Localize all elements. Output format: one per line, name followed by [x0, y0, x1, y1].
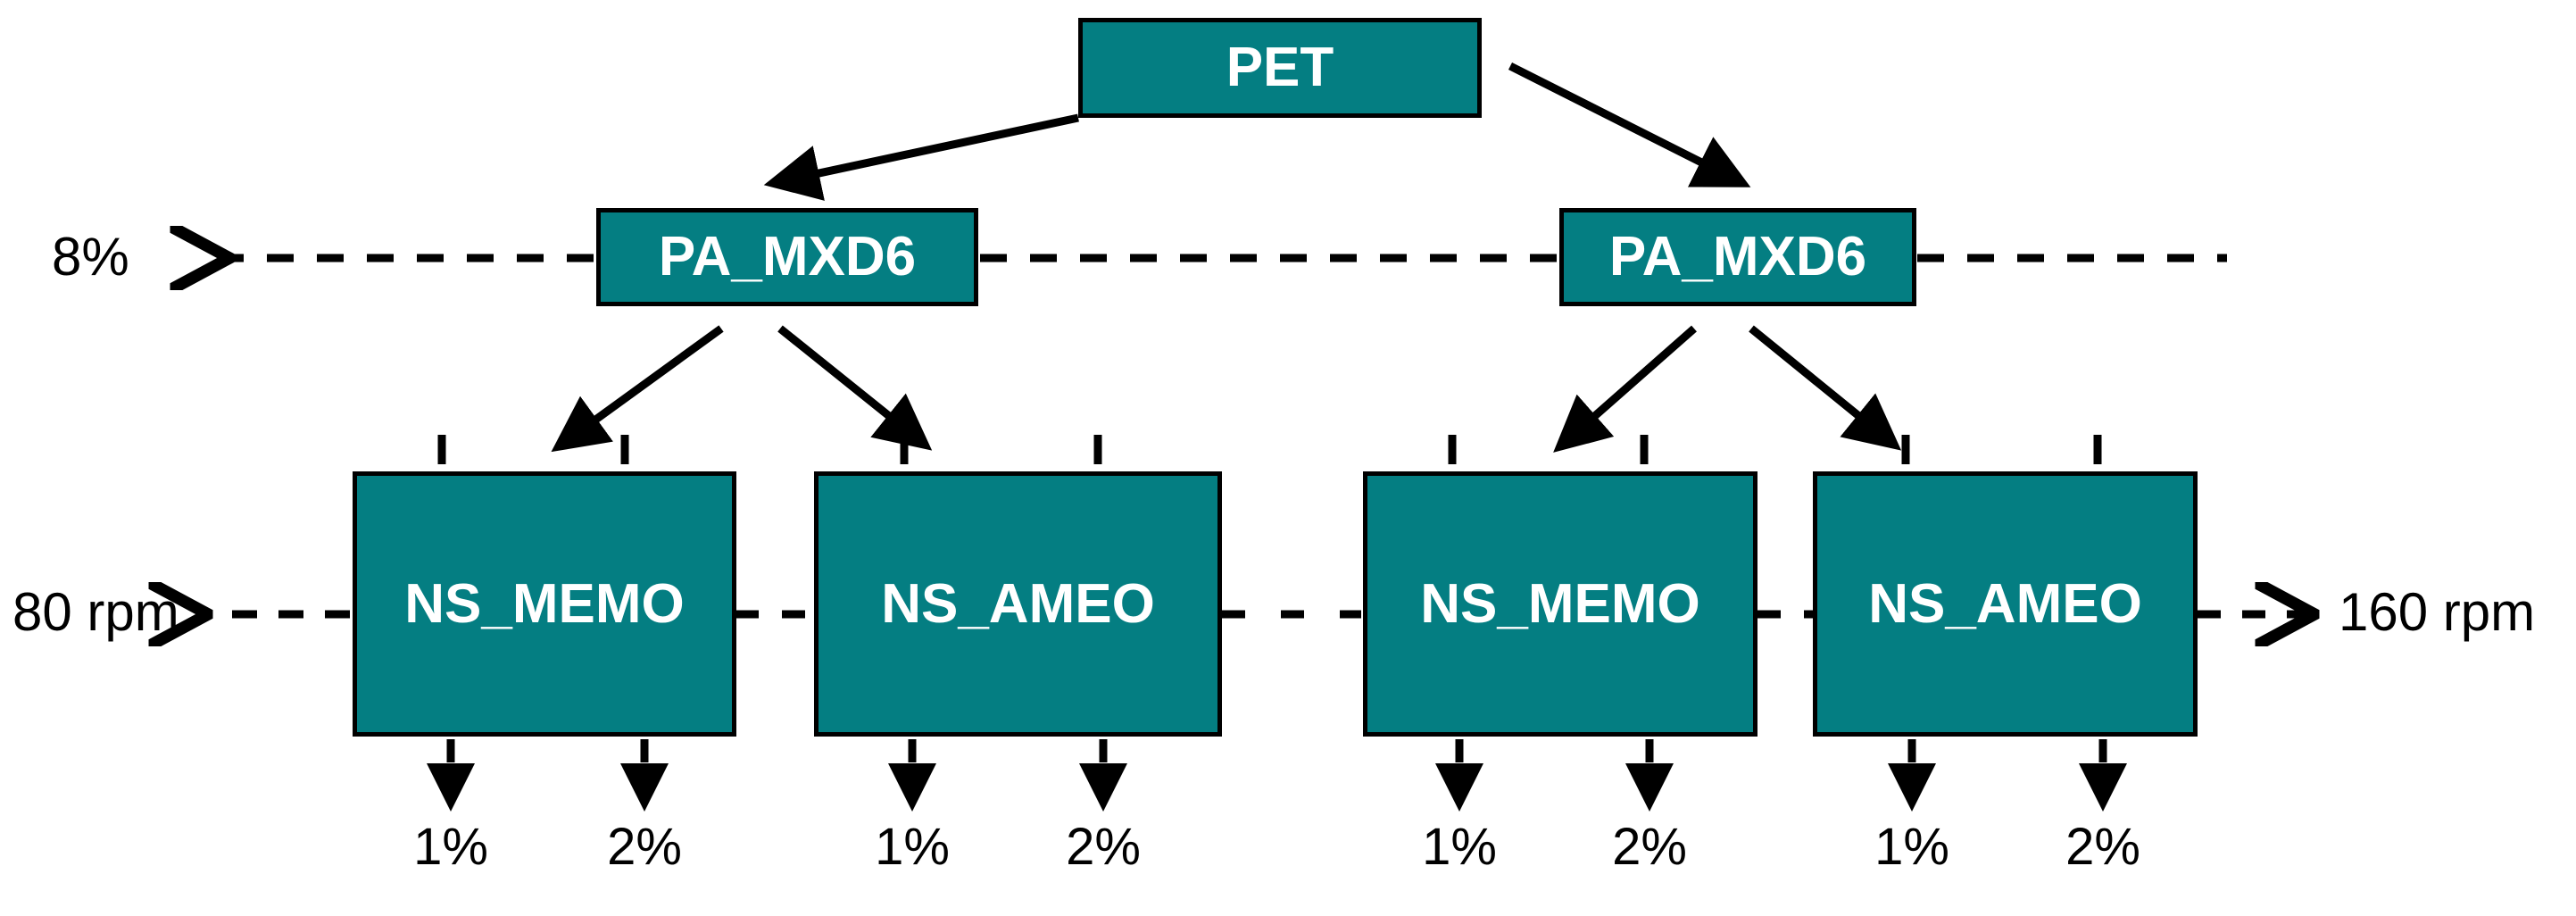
axis-label-percent-left: 8% [52, 227, 129, 287]
edge-pa-left-to-ameo [777, 325, 933, 451]
node-ns-ameo-1[interactable]: NS_AMEO [814, 471, 1222, 737]
node-ns-memo-2[interactable]: NS_MEMO [1363, 471, 1757, 737]
edge-pa-right-to-memo [1553, 325, 1697, 453]
node-ns-memo-2-label: NS_MEMO [1420, 572, 1700, 635]
node-ns-memo-1[interactable]: NS_MEMO [353, 471, 736, 737]
edge-pet-to-pa-left [763, 113, 1079, 201]
edge-pa-left-to-memo [551, 325, 724, 453]
node-pa-mxd6-left[interactable]: PA_MXD6 [596, 208, 978, 306]
node-pet-label: PET [1226, 37, 1334, 98]
leaf-label-4: 2% [1066, 818, 1141, 876]
node-pa-mxd6-left-label: PA_MXD6 [658, 226, 917, 287]
node-ns-ameo-1-label: NS_AMEO [881, 572, 1155, 635]
leaf-label-1: 1% [413, 818, 488, 876]
node-ns-ameo-2[interactable]: NS_AMEO [1813, 471, 2198, 737]
axis-label-rpm-left: 80 rpm [12, 582, 179, 642]
axis-label-rpm-right: 160 rpm [2339, 582, 2536, 642]
leaf-label-5: 1% [1422, 818, 1497, 876]
node-pa-mxd6-right-label: PA_MXD6 [1608, 226, 1867, 287]
node-ns-ameo-2-label: NS_AMEO [1868, 572, 2142, 635]
node-pet[interactable]: PET [1078, 18, 1482, 118]
edge-pa-right-to-ameo [1749, 325, 1902, 451]
leaf-label-7: 1% [1874, 818, 1949, 876]
node-ns-memo-1-label: NS_MEMO [404, 572, 685, 635]
edge-pet-to-pa-right [1508, 62, 1751, 187]
node-pa-mxd6-right[interactable]: PA_MXD6 [1559, 208, 1916, 306]
leaf-label-8: 2% [2065, 818, 2140, 876]
leaf-label-2: 2% [607, 818, 682, 876]
leaf-label-3: 1% [875, 818, 950, 876]
leaf-label-6: 2% [1612, 818, 1687, 876]
